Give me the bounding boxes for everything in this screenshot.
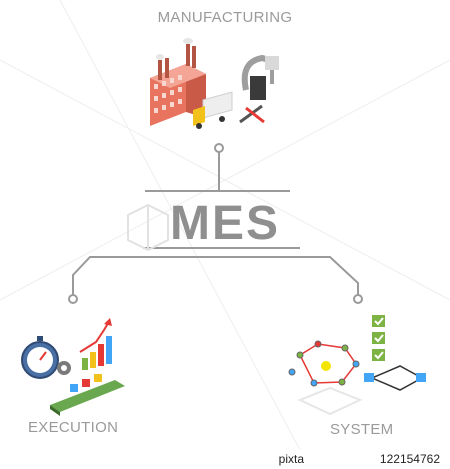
manufacturing-label: MANUFACTURING xyxy=(157,9,293,26)
bottom-connector xyxy=(68,247,363,304)
system-label: SYSTEM xyxy=(330,421,394,438)
mes-heading: MES xyxy=(169,197,280,250)
system-illustration xyxy=(288,315,426,416)
background-lines xyxy=(0,0,450,451)
execution-illustration xyxy=(21,318,125,416)
image-id-caption: 122154762 xyxy=(0,449,450,469)
brand-caption: pixta xyxy=(278,452,304,466)
watermark-logo xyxy=(127,203,169,252)
manufacturing-illustration xyxy=(150,38,279,129)
execution-label: EXECUTION xyxy=(28,419,119,436)
top-connector xyxy=(145,143,290,192)
